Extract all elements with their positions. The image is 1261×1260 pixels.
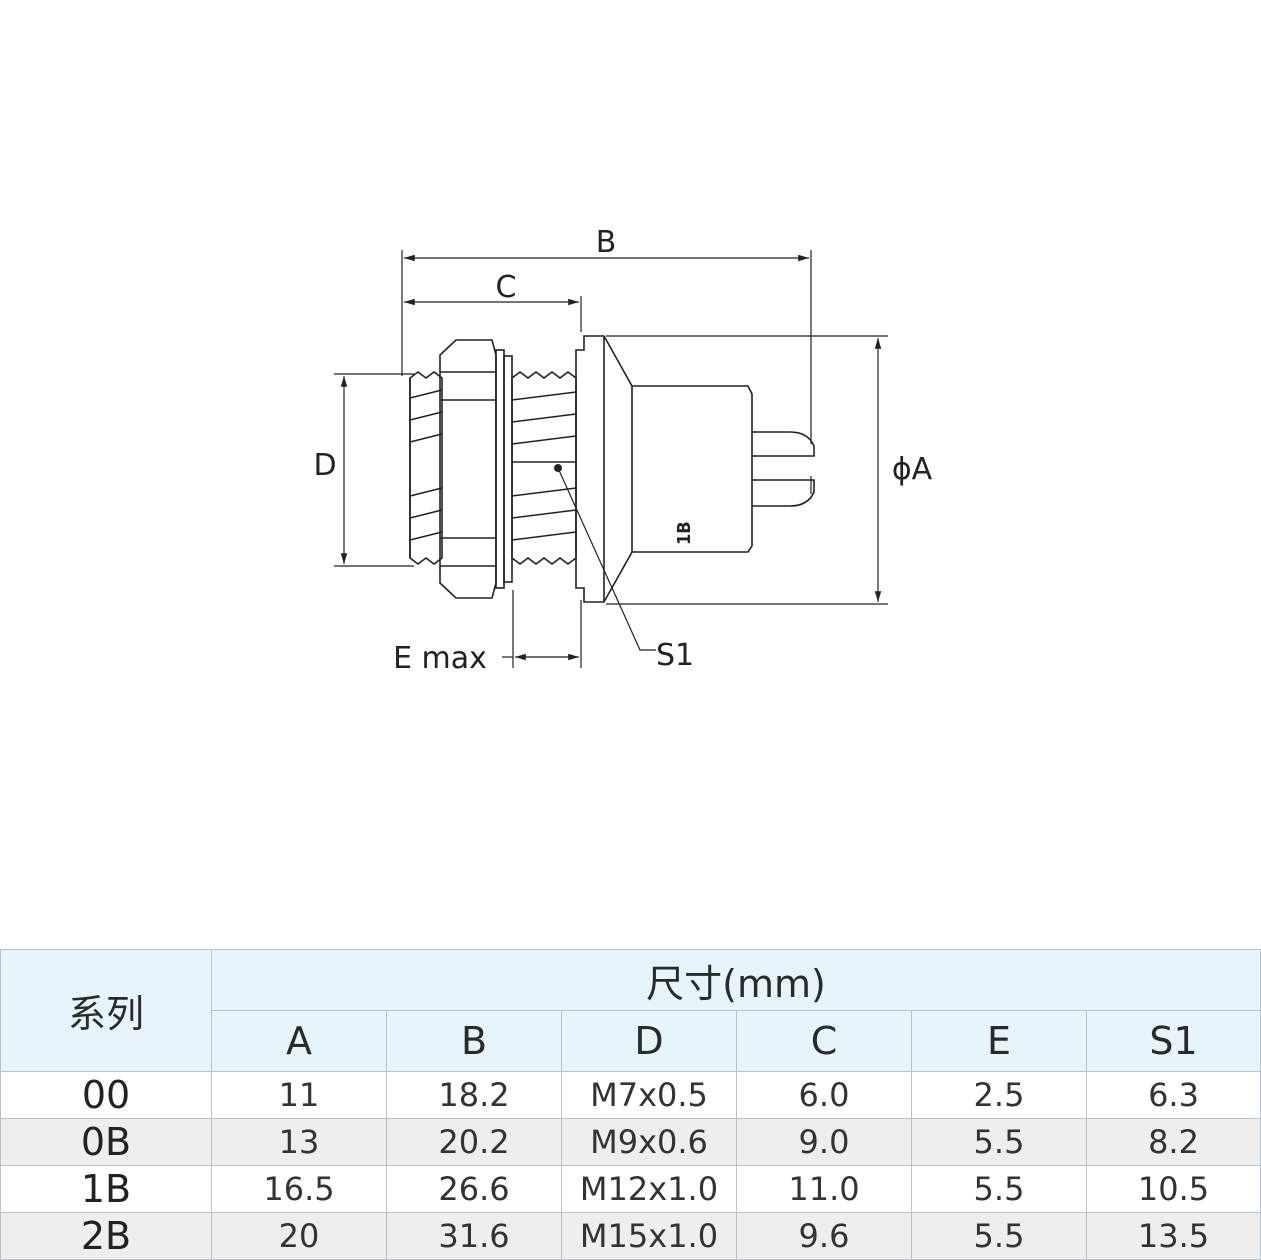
table-cell: 31.6	[386, 1212, 562, 1260]
series-cell: 1B	[0, 1165, 212, 1213]
column-header: E	[911, 1010, 1087, 1072]
table-cell: 10.5	[1085, 1165, 1261, 1213]
table-cell: M7x0.5	[561, 1071, 737, 1119]
table-cell: 20.2	[386, 1118, 562, 1166]
table-cell: M15x1.0	[561, 1212, 737, 1260]
series-header: 系列	[0, 949, 212, 1072]
connector-dimension-drawing: 1B B C D ϕA E max S1	[313, 225, 933, 676]
table-row: 0B 13 20.2 M9x0.6 9.0 5.5 8.2	[0, 1118, 1261, 1166]
table-cell: 9.0	[736, 1118, 912, 1166]
connector-outline	[409, 335, 815, 603]
table-cell: 6.0	[736, 1071, 912, 1119]
dim-label-e: E max	[393, 641, 487, 676]
table-cell: 20	[211, 1212, 387, 1260]
dim-label-s1: S1	[656, 638, 694, 673]
column-header: B	[386, 1010, 562, 1072]
table-cell: 16.5	[211, 1165, 387, 1213]
table-cell: 5.5	[911, 1165, 1087, 1213]
dim-label-c: C	[496, 270, 517, 305]
series-cell: 0B	[0, 1118, 212, 1166]
table-cell: 6.3	[1085, 1071, 1261, 1119]
table-cell: 18.2	[386, 1071, 562, 1119]
dim-label-b: B	[596, 225, 617, 260]
table-cell: 13	[211, 1118, 387, 1166]
table-cell: 11.0	[736, 1165, 912, 1213]
series-marking-label: 1B	[674, 521, 695, 545]
dim-label-d: D	[313, 448, 336, 483]
table-cell: 5.5	[911, 1212, 1087, 1260]
column-header: A	[211, 1010, 387, 1072]
series-cell: 00	[0, 1071, 212, 1119]
dimension-header: 尺寸(mm)	[210, 949, 1261, 1011]
table-cell: 26.6	[386, 1165, 562, 1213]
dimension-lines	[340, 254, 882, 661]
dim-label-a: ϕA	[892, 452, 933, 487]
table-cell: 9.6	[736, 1212, 912, 1260]
table-row: 00 11 18.2 M7x0.5 6.0 2.5 6.3	[0, 1071, 1261, 1119]
table-cell: 8.2	[1085, 1118, 1261, 1166]
table-cell: M9x0.6	[561, 1118, 737, 1166]
table-cell: M12x1.0	[561, 1165, 737, 1213]
table-row: 1B 16.5 26.6 M12x1.0 11.0 5.5 10.5	[0, 1165, 1261, 1213]
extension-lines	[334, 250, 888, 668]
column-header: S1	[1085, 1010, 1261, 1072]
table-row: 2B 20 31.6 M15x1.0 9.6 5.5 13.5	[0, 1212, 1261, 1260]
table-cell: 13.5	[1085, 1212, 1261, 1260]
series-cell: 2B	[0, 1212, 212, 1260]
dimension-table: 系列 尺寸(mm) A B D C E S1 00 11 18.2 M7x0.5…	[0, 949, 1261, 1260]
column-header: D	[561, 1010, 737, 1072]
table-cell: 5.5	[911, 1118, 1087, 1166]
table-cell: 11	[211, 1071, 387, 1119]
table-cell: 2.5	[911, 1071, 1087, 1119]
column-header: C	[736, 1010, 912, 1072]
